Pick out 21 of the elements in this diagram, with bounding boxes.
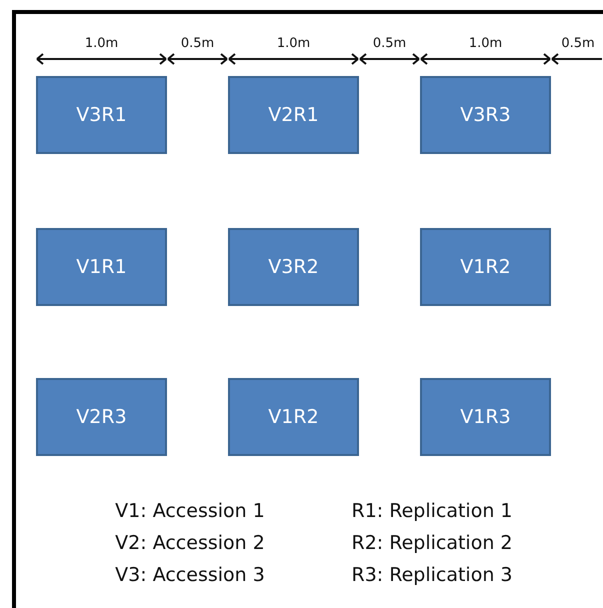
dimension-label: 0.5m xyxy=(372,36,406,51)
plot-box: V2R1 xyxy=(228,76,359,154)
key-text: V2: Accession 2 xyxy=(115,532,265,554)
plot-box: V3R3 xyxy=(420,76,551,154)
plot-box: V1R2 xyxy=(228,378,359,456)
plot-box: V2R3 xyxy=(36,378,167,456)
plot-box: V1R2 xyxy=(420,228,551,306)
key-text: V3: Accession 3 xyxy=(115,564,265,586)
dimension-label: 1.0m xyxy=(468,36,502,51)
dimension-label: 1.0m xyxy=(276,36,310,51)
plot-box: V1R3 xyxy=(420,378,551,456)
plot-box: V1R1 xyxy=(36,228,167,306)
dimension-label: 1.0m xyxy=(84,36,118,51)
plot-box: V3R2 xyxy=(228,228,359,306)
dimension-label: 0.5m xyxy=(180,36,214,51)
dimension-label: 0.5m xyxy=(561,36,595,51)
key-text: V1: Accession 1 xyxy=(115,500,265,522)
key-text: R3: Replication 3 xyxy=(352,564,512,586)
plot-box: V3R1 xyxy=(36,76,167,154)
key-text: R2: Replication 2 xyxy=(352,532,512,554)
key-text: R1: Replication 1 xyxy=(352,500,512,522)
